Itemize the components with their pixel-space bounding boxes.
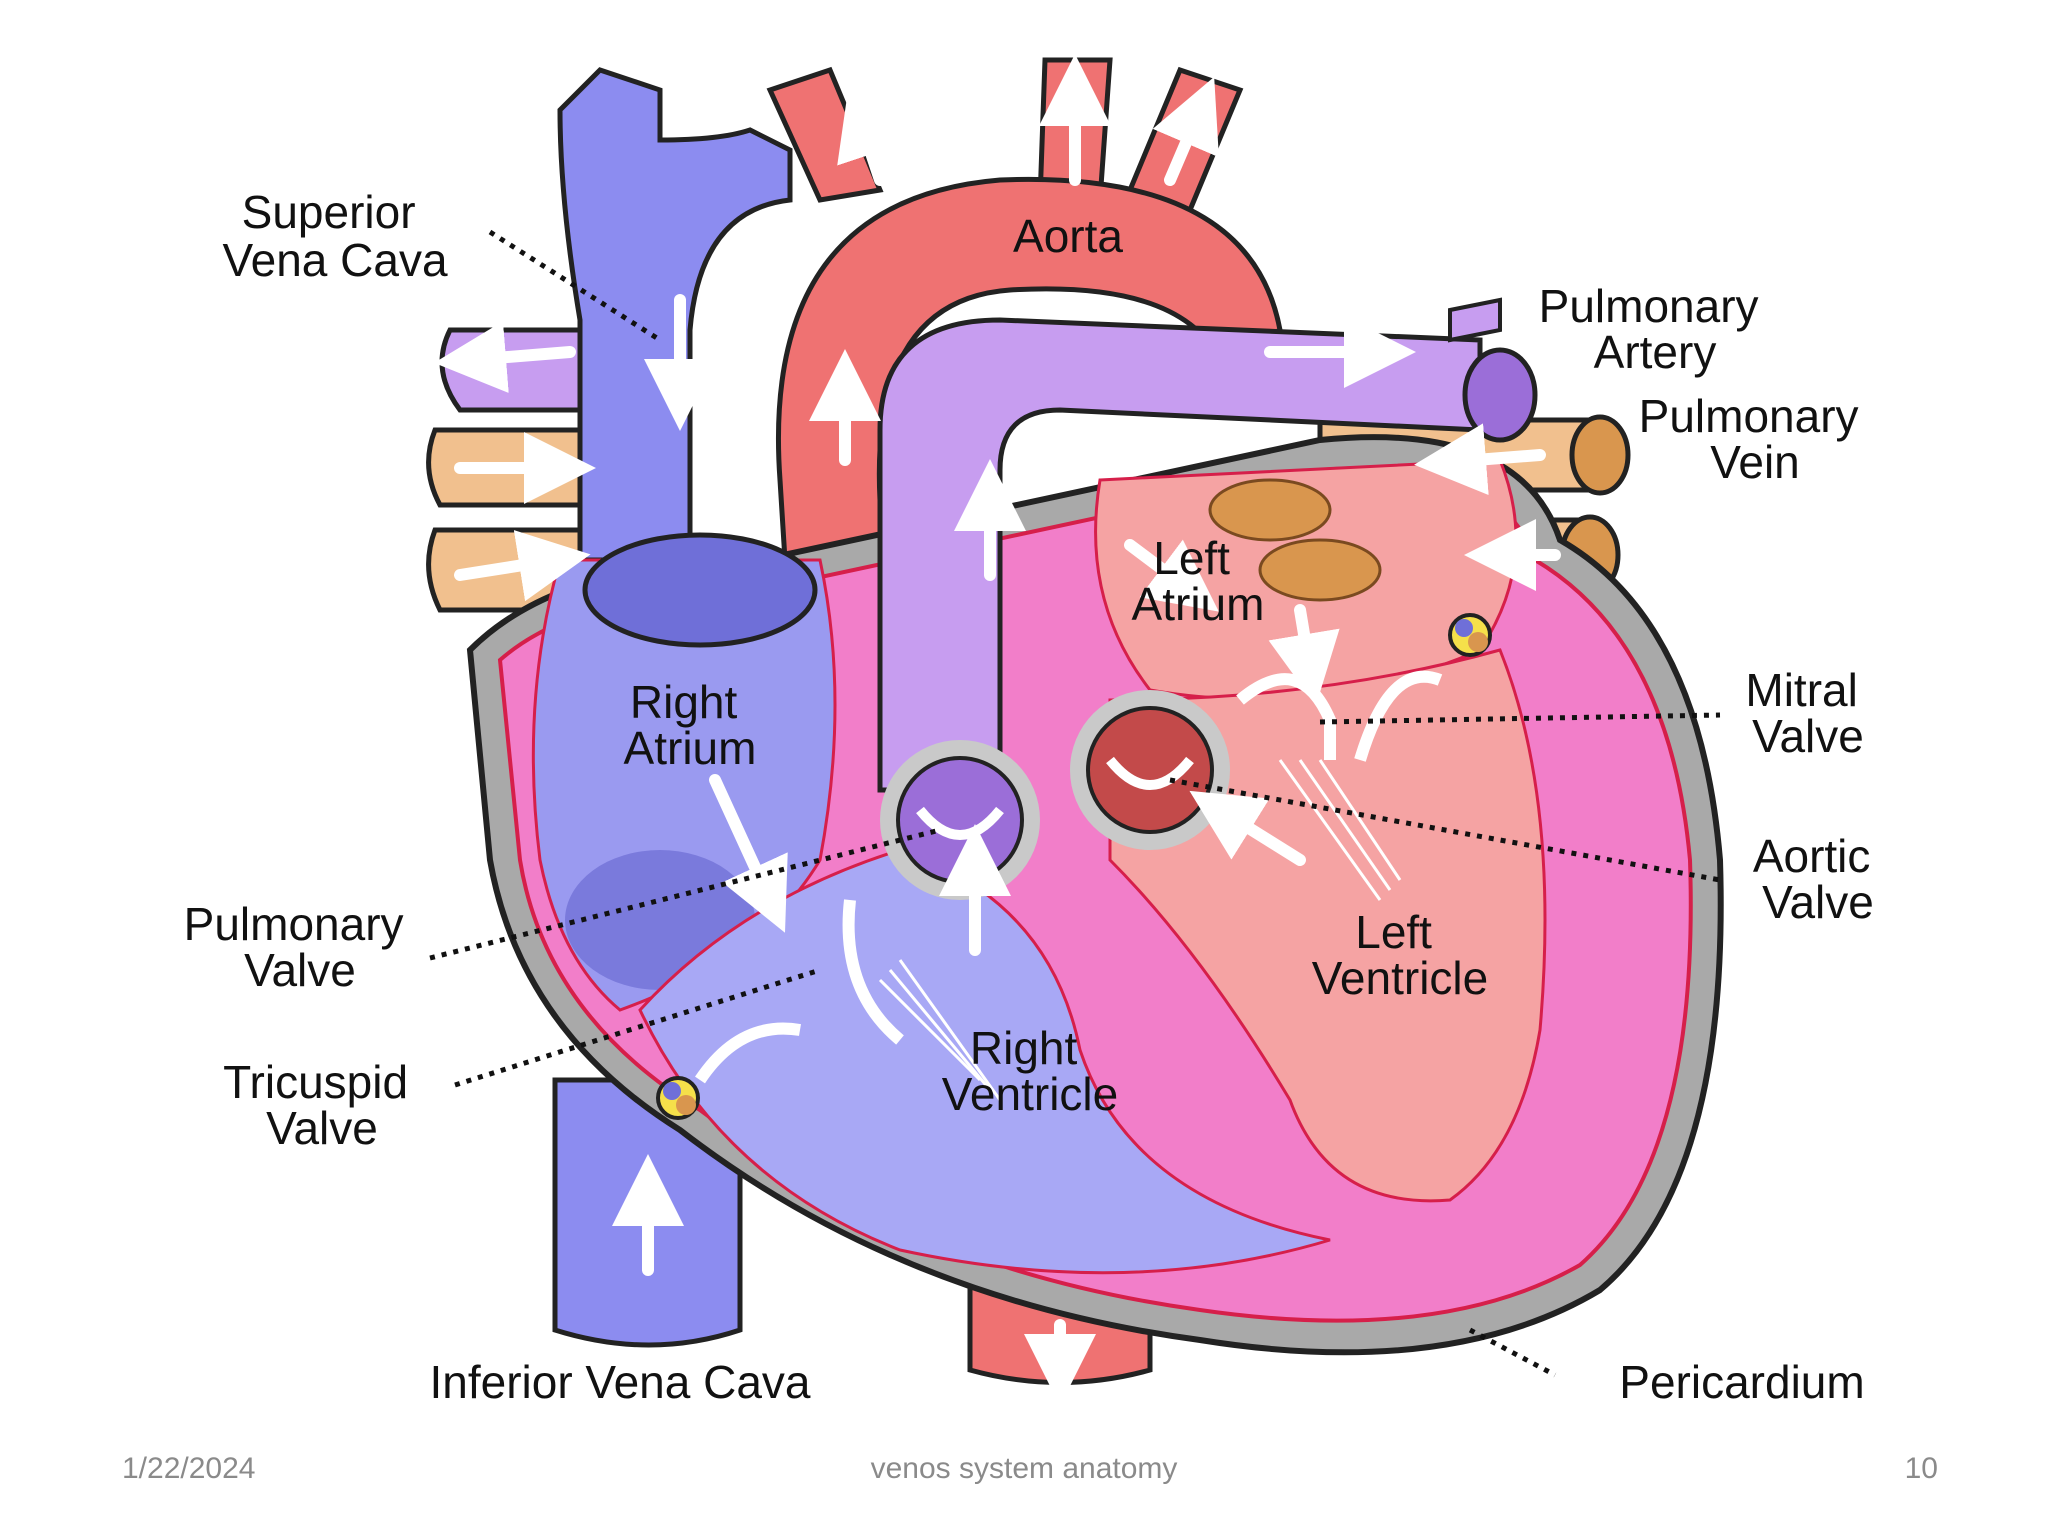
labels: Superior Vena Cava Aorta Pulmonary Arter… xyxy=(184,186,1883,1408)
label-aortic-valve: Aortic Valve xyxy=(1753,830,1883,928)
label-pulmonary-artery: Pulmonary Artery xyxy=(1539,280,1772,378)
heart-body xyxy=(466,434,1724,1356)
label-mitral-valve: Mitral Valve xyxy=(1745,664,1870,762)
footer-title: venos system anatomy xyxy=(870,1452,1178,1485)
label-tricuspid-valve: Tricuspid Valve xyxy=(223,1056,421,1154)
label-left-ventricle: Left Ventricle xyxy=(1312,906,1488,1004)
blood-flow-arrows xyxy=(434,54,1561,1406)
label-pulmonary-valve: Pulmonary Valve xyxy=(184,898,417,996)
label-pulmonary-vein: Pulmonary Vein xyxy=(1639,390,1872,488)
footer-date: 1/22/2024 xyxy=(122,1452,256,1485)
label-inferior-vena-cava: Inferior Vena Cava xyxy=(429,1356,810,1408)
label-aorta: Aorta xyxy=(1013,210,1123,262)
label-pericardium: Pericardium xyxy=(1619,1356,1864,1408)
leader-lines xyxy=(429,229,1721,1378)
label-right-atrium: Right Atrium xyxy=(624,676,757,774)
slide-number: 10 xyxy=(1904,1452,1938,1485)
chordae-tendineae xyxy=(878,759,1402,1101)
label-left-atrium: Left Atrium xyxy=(1132,532,1265,630)
label-right-ventricle: Right Ventricle xyxy=(942,1022,1118,1120)
label-superior-vena-cava: Superior Vena Cava xyxy=(222,186,447,286)
